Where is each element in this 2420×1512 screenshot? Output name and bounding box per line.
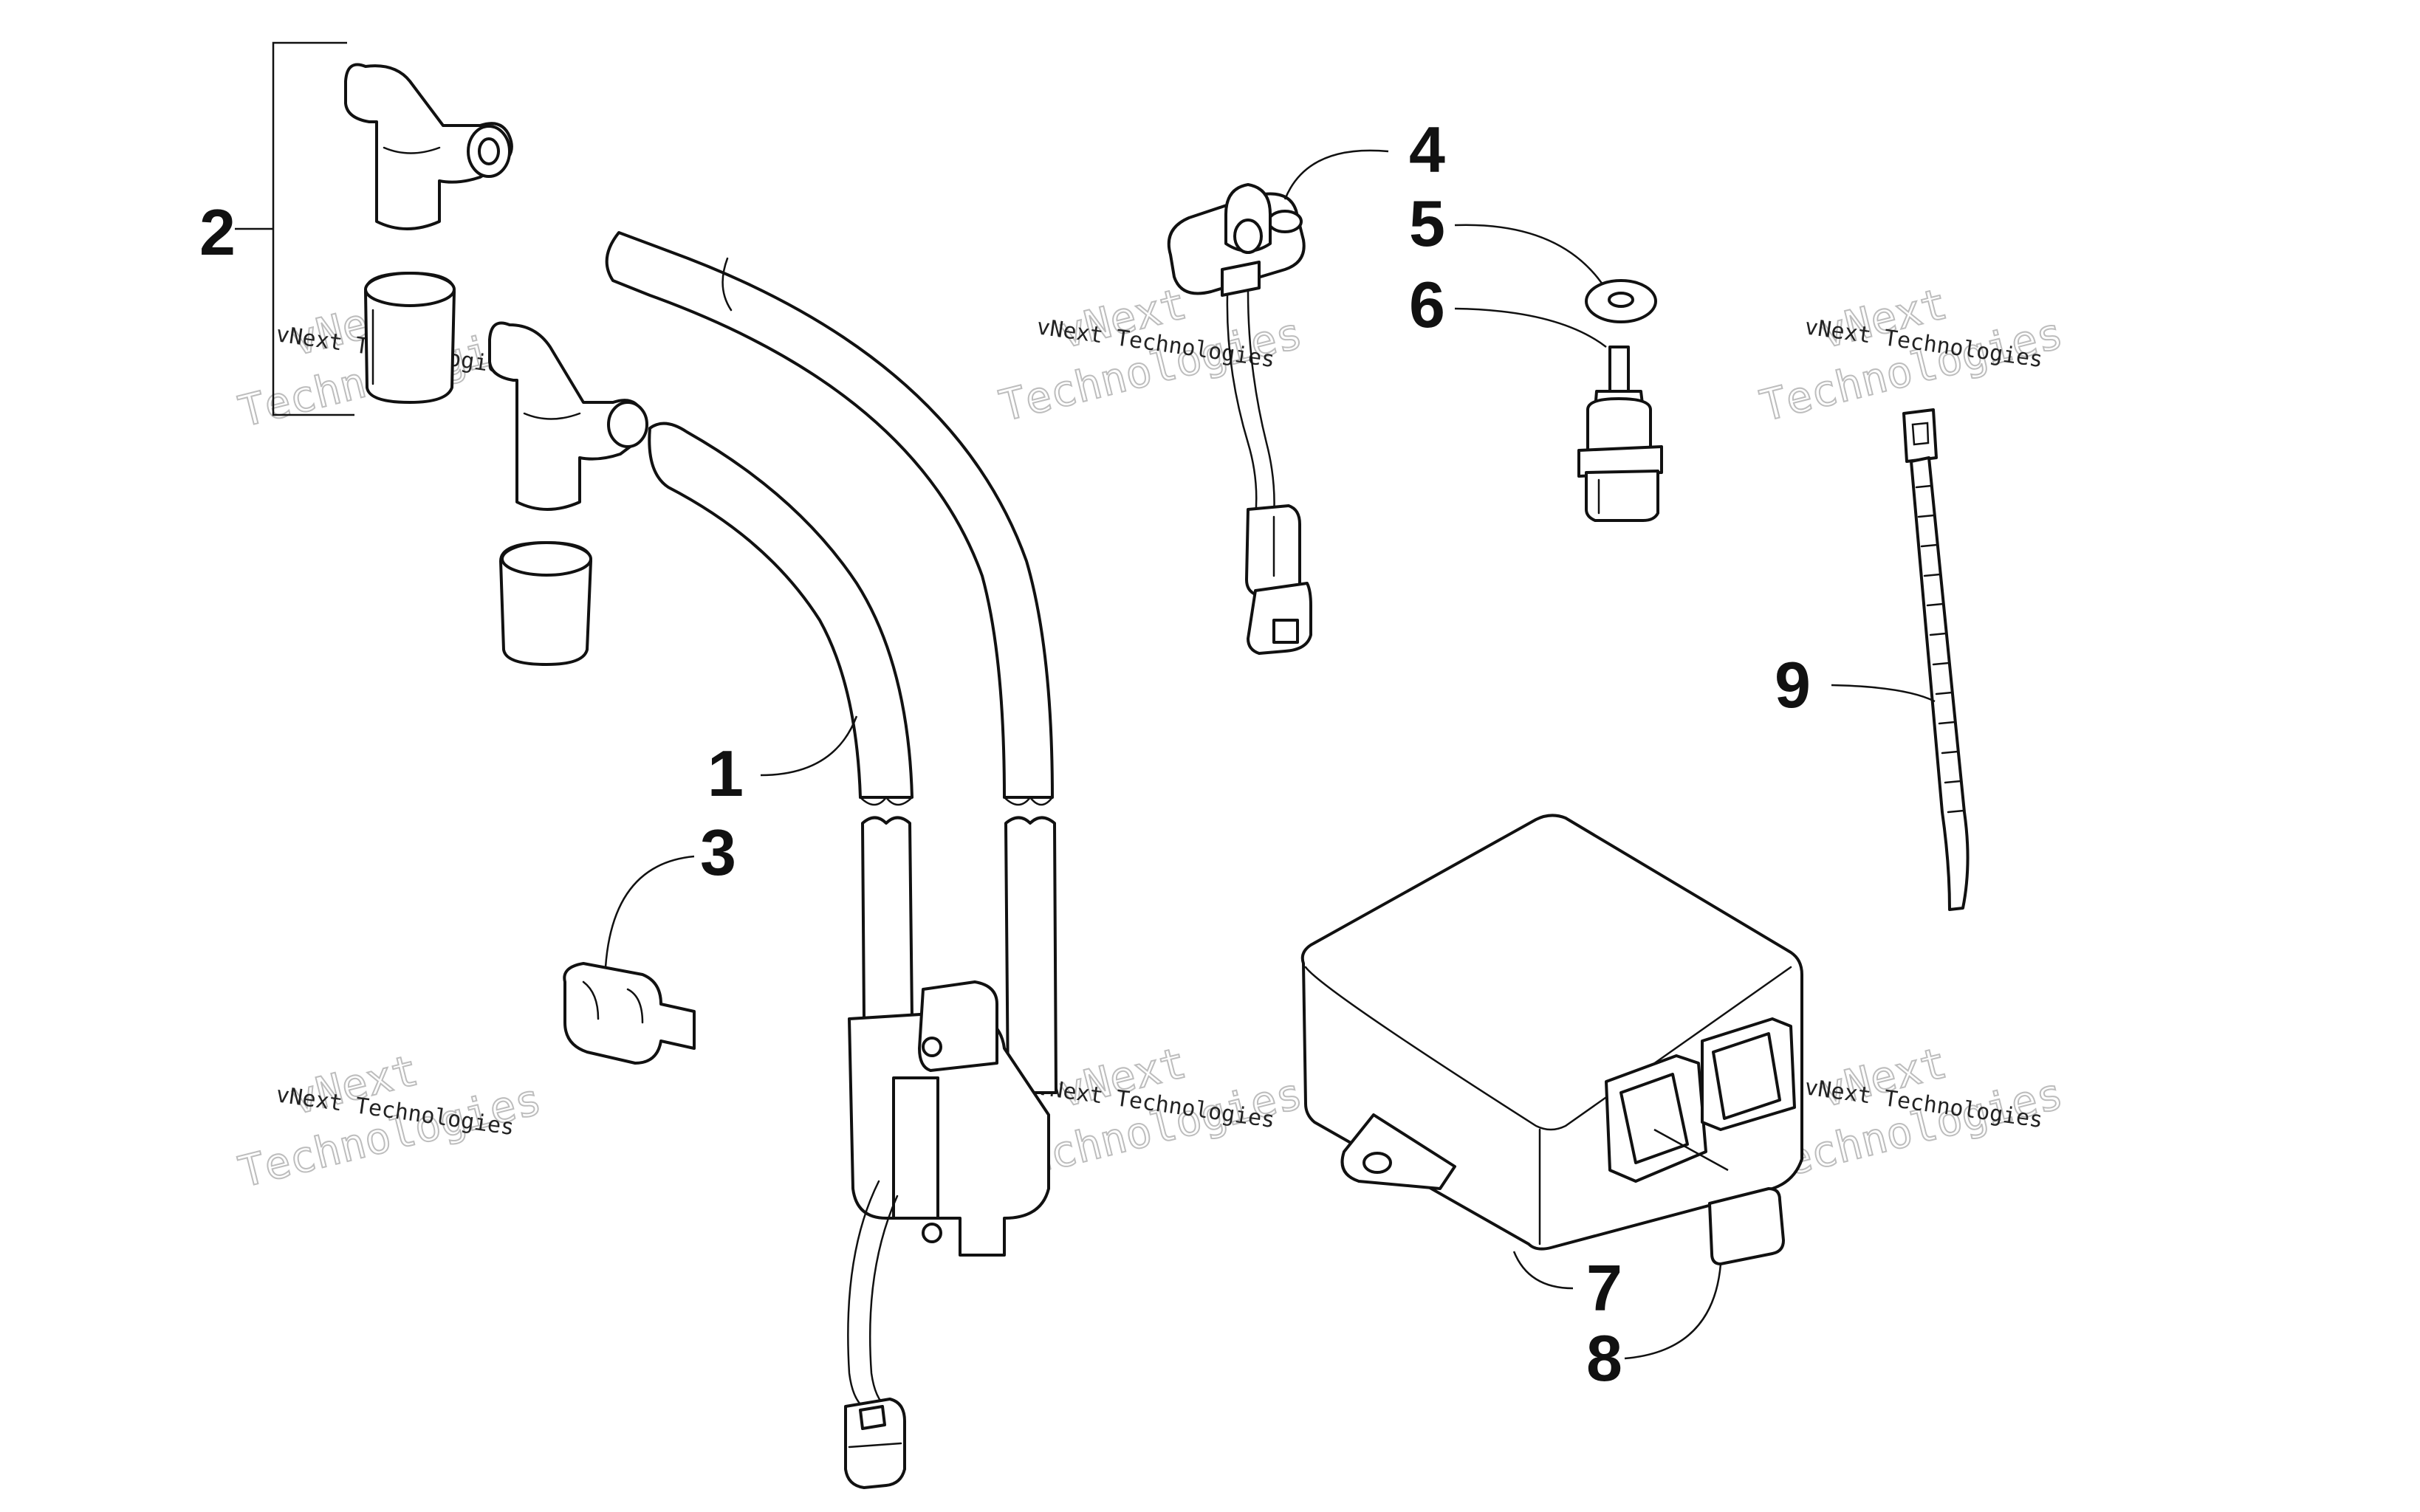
leader-8 — [1624, 1263, 1722, 1360]
watermark-top-right: vNext Technologies vNext Technologies — [1755, 278, 2068, 432]
watermark-bottom-right: vNext Technologies vNext Technologies — [1755, 1037, 2068, 1192]
callout-2: 2 — [199, 196, 236, 269]
callout-6: 6 — [1409, 268, 1445, 341]
part-3-clip — [563, 962, 696, 1065]
watermark-bottom-left: vNext Technologies vNext Technologies — [233, 1044, 547, 1198]
callout-9: 9 — [1775, 648, 1811, 721]
leader-6 — [1454, 307, 1607, 348]
part-7-control-module — [1300, 814, 1803, 1251]
leader-4 — [1283, 149, 1389, 200]
leader-3 — [604, 855, 695, 968]
callout-8: 8 — [1586, 1322, 1622, 1395]
part-5-washer — [1585, 279, 1657, 323]
leader-7 — [1512, 1251, 1574, 1290]
part-4-sensor — [1167, 183, 1312, 655]
part-2-spark-plug-caps — [235, 41, 648, 666]
part-8-connector-cap — [1653, 1128, 1785, 1265]
leader-9 — [1831, 684, 1936, 703]
callout-1: 1 — [707, 737, 744, 810]
part-6-switch — [1577, 346, 1663, 522]
part-1-ignition-coil — [605, 231, 1058, 1489]
leader-1 — [760, 715, 858, 777]
part-9-cable-tie — [1902, 408, 1970, 911]
leader-lines — [604, 149, 1936, 1360]
callout-4: 4 — [1409, 113, 1445, 186]
watermark-top-center: vNext Technologies vNext Technologies — [994, 278, 1308, 432]
callout-5: 5 — [1409, 187, 1445, 260]
callout-3: 3 — [700, 816, 736, 889]
callout-7: 7 — [1586, 1251, 1622, 1324]
leader-5 — [1454, 224, 1604, 285]
